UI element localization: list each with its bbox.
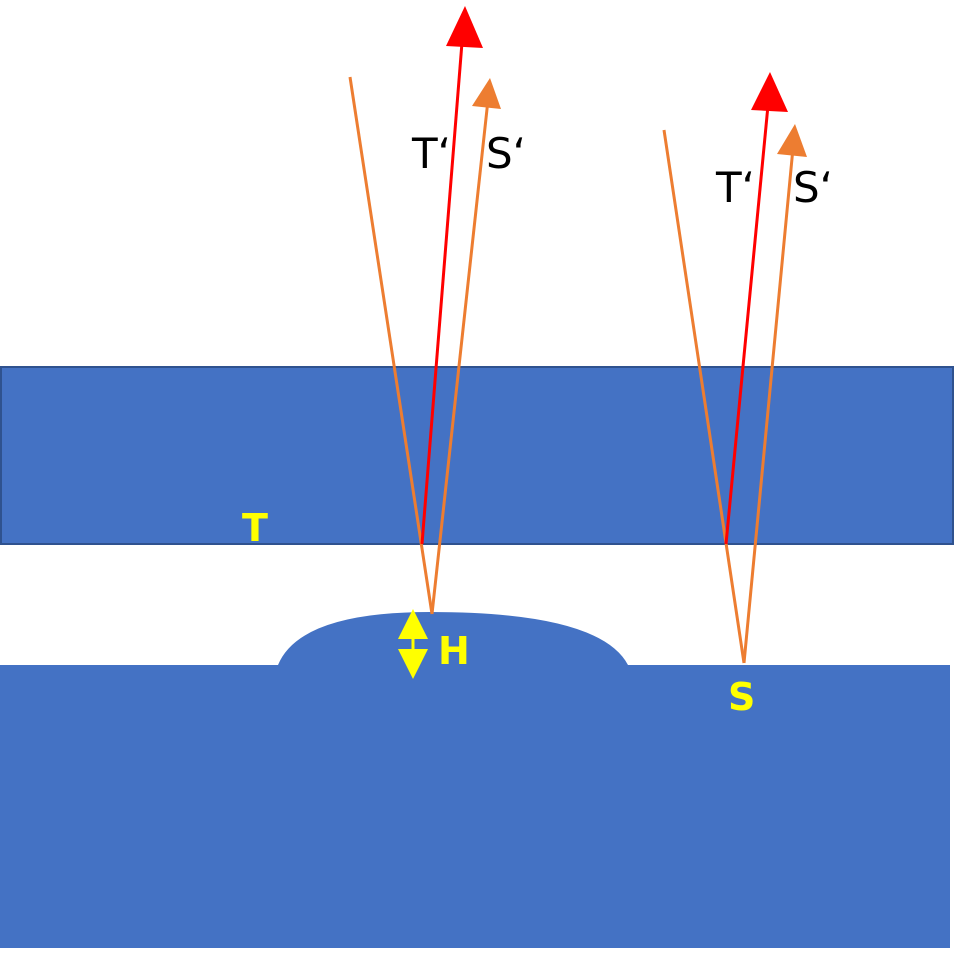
right-top-reflected-ray [724,94,771,545]
top-plate [0,366,954,545]
left-top-reflected-ray [420,29,465,545]
label-left-T-prime: T‘ [411,129,451,178]
left-substrate-reflected-ray [430,99,490,615]
label-right-S-prime: S‘ [793,163,833,212]
label-right-T-prime: T‘ [715,163,755,212]
substrate [0,612,950,948]
right-top-arrowhead [751,72,788,112]
right-ray-group [662,72,807,664]
left-substrate-arrowhead [472,78,501,109]
right-incident-ray [662,129,746,664]
label-top-surface: T [242,506,268,550]
left-incident-ray [348,76,434,615]
left-top-arrowhead [446,6,483,48]
label-substrate-surface: S [728,675,755,719]
left-ray-group [348,6,501,615]
right-substrate-arrowhead [777,124,807,157]
label-bump-height: H [438,629,470,673]
label-left-S-prime: S‘ [486,129,526,178]
right-substrate-reflected-ray [742,147,795,664]
